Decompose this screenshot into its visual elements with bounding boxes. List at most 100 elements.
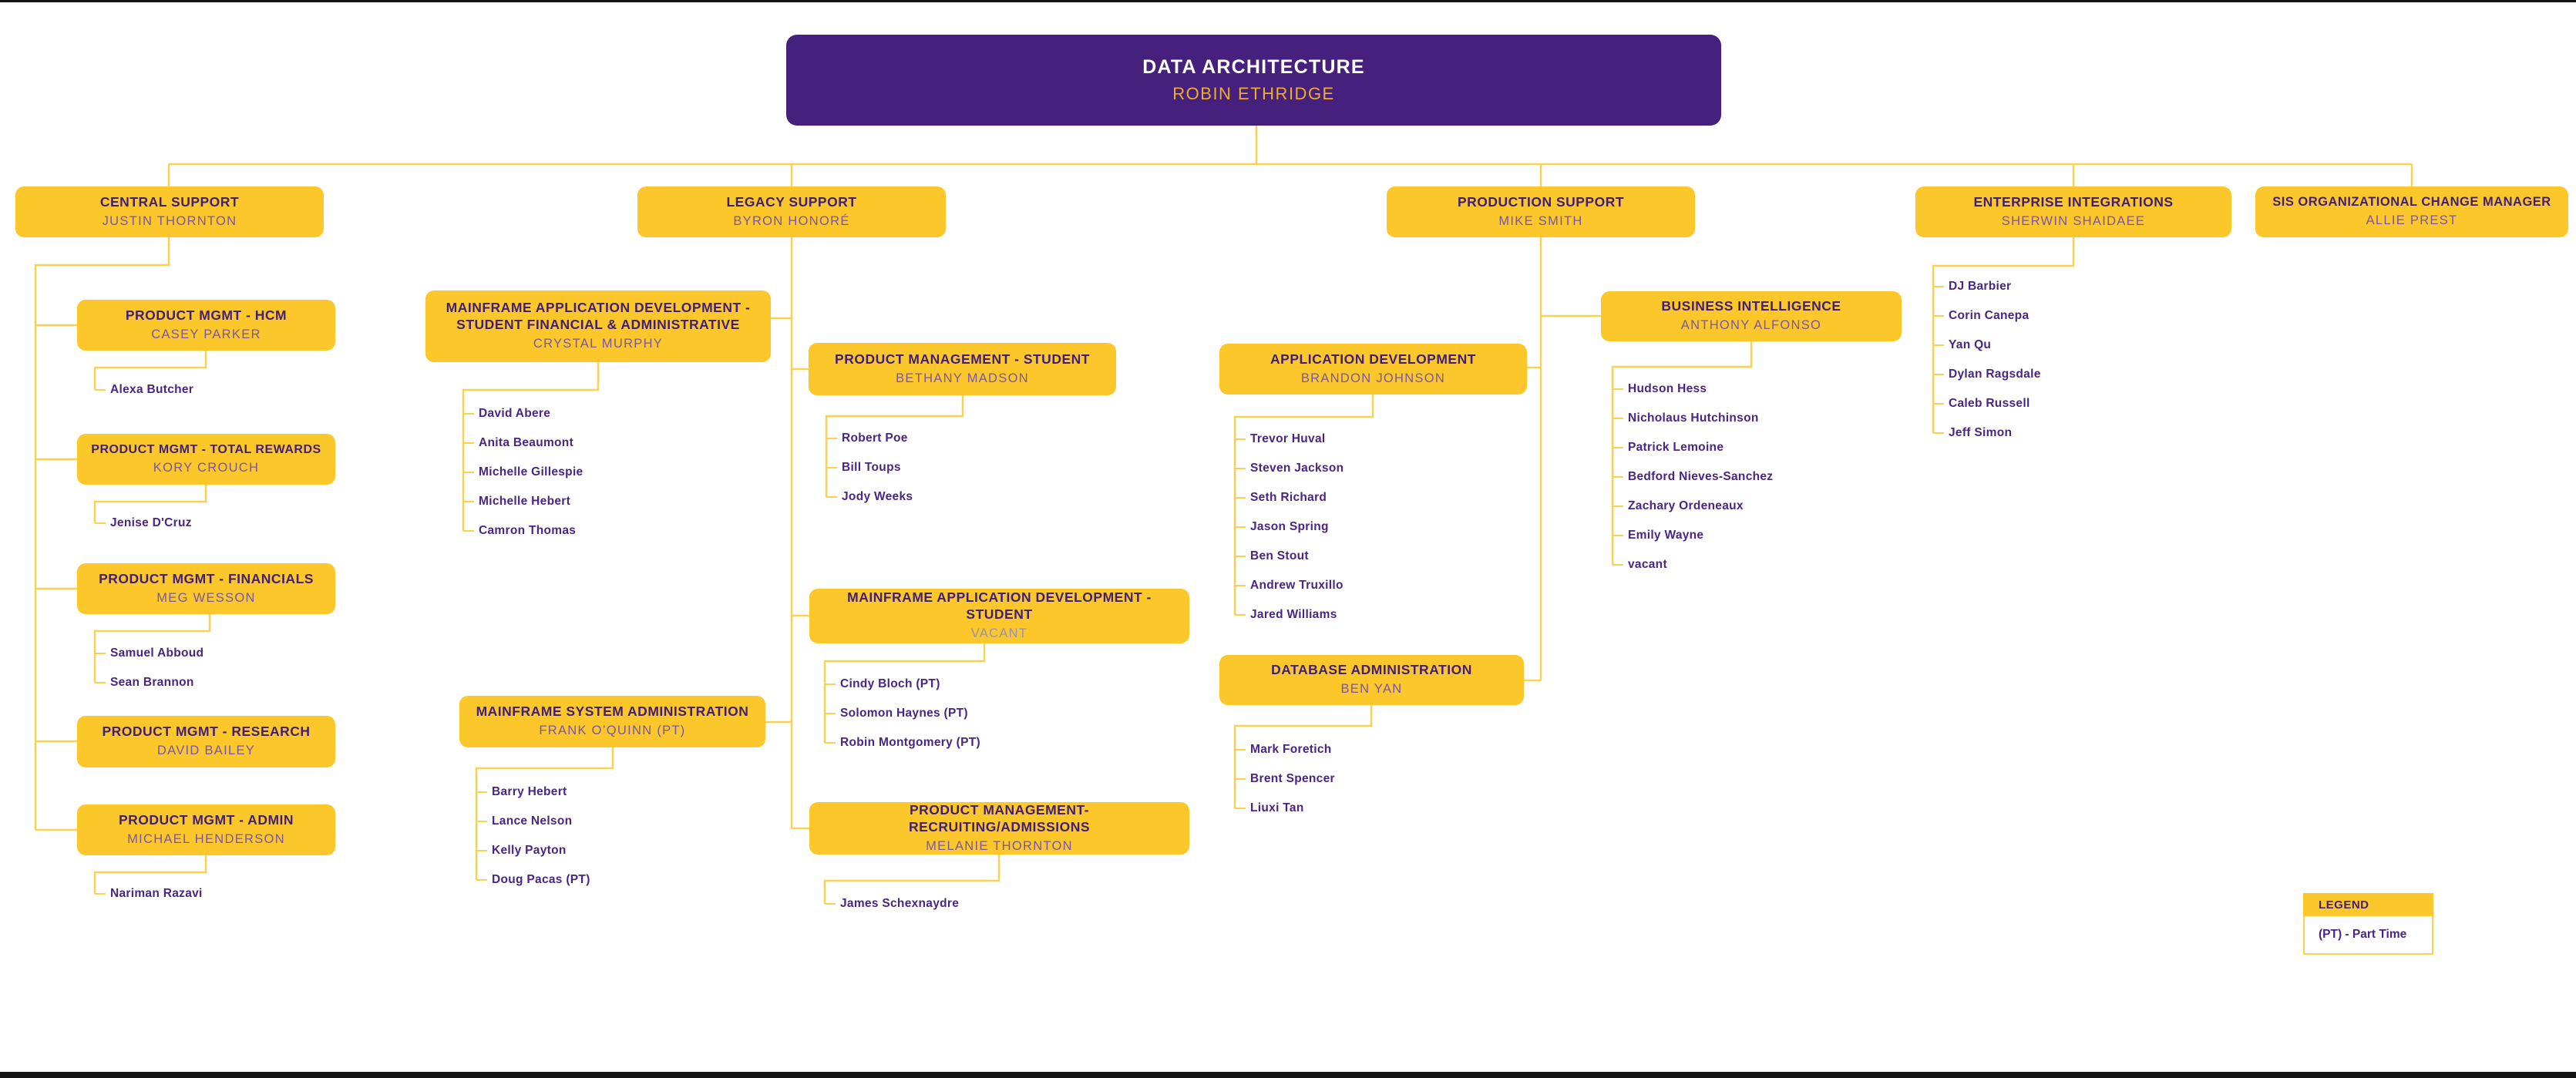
org-box-person: MICHAEL HENDERSON bbox=[127, 831, 285, 846]
org-box-title: MAINFRAME SYSTEM ADMINISTRATION bbox=[476, 704, 749, 720]
team-member-name: Seth Richard bbox=[1250, 491, 1327, 504]
team-member-name: Dylan Ragsdale bbox=[1949, 368, 2041, 381]
org-box-title: PRODUCT MANAGEMENT - STUDENT bbox=[835, 351, 1090, 367]
connector-tick bbox=[463, 471, 474, 474]
org-box-title: DATA ARCHITECTURE bbox=[1142, 56, 1365, 78]
org-box-enterprise-integrations: ENTERPRISE INTEGRATIONS SHERWIN SHAIDAEE bbox=[1915, 186, 2231, 237]
connector-tick bbox=[1613, 563, 1623, 566]
connector-tick bbox=[825, 902, 836, 905]
org-box-person: BETHANY MADSON bbox=[896, 371, 1029, 385]
team-member-name: Camron Thomas bbox=[479, 524, 577, 537]
team-member: Brent Spencer bbox=[1235, 764, 1466, 794]
team-member: Jenise D'Cruz bbox=[95, 509, 326, 538]
connector-tick bbox=[476, 791, 487, 794]
connector-tick bbox=[1235, 584, 1246, 587]
org-box-data-architecture: DATA ARCHITECTURE ROBIN ETHRIDGE bbox=[786, 35, 1721, 126]
connector-tick bbox=[95, 388, 106, 391]
connector-tick bbox=[1235, 438, 1246, 441]
team-member-name: Solomon Haynes (PT) bbox=[840, 707, 968, 720]
connector-tick bbox=[476, 820, 487, 823]
connector-tick bbox=[1613, 388, 1623, 391]
bottom-border bbox=[0, 1072, 2576, 1078]
org-box-person: CRYSTAL MURPHY bbox=[533, 337, 664, 351]
team-member-name: Trevor Huval bbox=[1250, 432, 1326, 445]
team-member-name: Nariman Razavi bbox=[110, 887, 203, 900]
org-box-sis-org-change-manager: SIS ORGANIZATIONAL CHANGE MANAGER ALLIE … bbox=[2255, 186, 2568, 237]
team-member-name: David Abere bbox=[479, 407, 551, 420]
connector-tick bbox=[1235, 777, 1246, 781]
connector-tick bbox=[1613, 534, 1623, 537]
team-member: Michelle Gillespie bbox=[463, 458, 694, 487]
team-member: Zachary Ordeneaux bbox=[1613, 492, 1844, 521]
connector-tick bbox=[1235, 555, 1246, 558]
connector-tick bbox=[1613, 505, 1623, 508]
connector-tick bbox=[825, 741, 836, 744]
org-box-title: PRODUCT MGMT - RESEARCH bbox=[102, 724, 311, 740]
org-box-title: CENTRAL SUPPORT bbox=[99, 193, 240, 210]
team-member: Andrew Truxillo bbox=[1235, 571, 1466, 600]
connector-tick bbox=[825, 683, 836, 686]
team-member: Steven Jackson bbox=[1235, 454, 1466, 483]
connector-tick bbox=[463, 442, 474, 445]
team-member: Liuxi Tan bbox=[1235, 794, 1466, 823]
team-member: Caleb Russell bbox=[1933, 389, 2164, 418]
team-member: Cindy Bloch (PT) bbox=[825, 670, 1056, 699]
team-member-name: Barry Hebert bbox=[492, 785, 567, 798]
team-member: David Abere bbox=[463, 399, 694, 428]
team-member-name: Kelly Payton bbox=[492, 844, 567, 857]
team-list-mainframe-vacant: Cindy Bloch (PT)Solomon Haynes (PT)Robin… bbox=[825, 670, 1056, 757]
connector-tick bbox=[463, 529, 474, 532]
top-border bbox=[0, 0, 2576, 2]
team-member: Doug Pacas (PT) bbox=[476, 865, 708, 895]
org-box-production-support: PRODUCTION SUPPORT MIKE SMITH bbox=[1387, 186, 1695, 237]
connector-tick bbox=[1933, 314, 1944, 317]
org-box-mainframe-app-dev-student: MAINFRAME APPLICATION DEVELOPMENT - STUD… bbox=[809, 589, 1189, 643]
connector-tick bbox=[1235, 807, 1246, 810]
connector-tick bbox=[95, 892, 106, 895]
team-member-name: Mark Foretich bbox=[1250, 743, 1332, 756]
org-box-product-mgmt-total-rewards: PRODUCT MGMT - TOTAL REWARDS KORY CROUCH bbox=[77, 434, 335, 485]
connector-tick bbox=[1613, 446, 1623, 449]
team-member-name: Hudson Hess bbox=[1628, 382, 1707, 395]
connector-tick bbox=[95, 652, 106, 655]
team-member-name: Anita Beaumont bbox=[479, 436, 574, 449]
team-member: Samuel Abboud bbox=[95, 639, 326, 668]
team-member-name: Andrew Truxillo bbox=[1250, 579, 1343, 592]
team-member-name: Bedford Nieves-Sanchez bbox=[1628, 470, 1774, 483]
team-member: Alexa Butcher bbox=[95, 375, 326, 405]
team-member-name: Cindy Bloch (PT) bbox=[840, 677, 940, 690]
connector-tick bbox=[1933, 285, 1944, 288]
team-member: Solomon Haynes (PT) bbox=[825, 699, 1056, 728]
team-member-name: Yan Qu bbox=[1949, 338, 1992, 351]
team-member-name: Caleb Russell bbox=[1949, 397, 2030, 410]
org-box-title: PRODUCT MGMT - FINANCIALS bbox=[99, 570, 314, 586]
team-member: DJ Barbier bbox=[1933, 272, 2164, 301]
team-member: Nicholaus Hutchinson bbox=[1613, 404, 1844, 433]
team-member-name: Jody Weeks bbox=[842, 490, 913, 503]
org-box-person: VACANT bbox=[970, 626, 1028, 641]
org-box-title: SIS ORGANIZATIONAL CHANGE MANAGER bbox=[2272, 195, 2551, 210]
org-box-title: MAINFRAME APPLICATION DEVELOPMENT - STUD… bbox=[847, 589, 1152, 623]
team-member: Patrick Lemoine bbox=[1613, 433, 1844, 462]
team-member: Jody Weeks bbox=[826, 482, 1058, 512]
connector-tick bbox=[1235, 496, 1246, 499]
team-member-name: Jenise D'Cruz bbox=[110, 516, 192, 529]
team-member: Dylan Ragsdale bbox=[1933, 360, 2164, 389]
team-member: Jason Spring bbox=[1235, 512, 1466, 542]
connector-tick bbox=[826, 437, 837, 440]
team-member: Ben Stout bbox=[1235, 542, 1466, 571]
team-member-name: Bill Toups bbox=[842, 461, 901, 474]
org-box-title: PRODUCT MGMT - ADMIN bbox=[118, 811, 294, 828]
connector-tick bbox=[95, 522, 106, 525]
org-box-product-mgmt-financials: PRODUCT MGMT - FINANCIALS MEG WESSON bbox=[77, 563, 335, 614]
legend-note: (PT) - Part Time bbox=[2303, 916, 2433, 955]
team-member: Jared Williams bbox=[1235, 600, 1466, 630]
team-list-kory-crouch: Jenise D'Cruz bbox=[95, 509, 326, 538]
team-member-name: Samuel Abboud bbox=[110, 646, 204, 660]
team-member-name: Michelle Gillespie bbox=[479, 465, 583, 479]
